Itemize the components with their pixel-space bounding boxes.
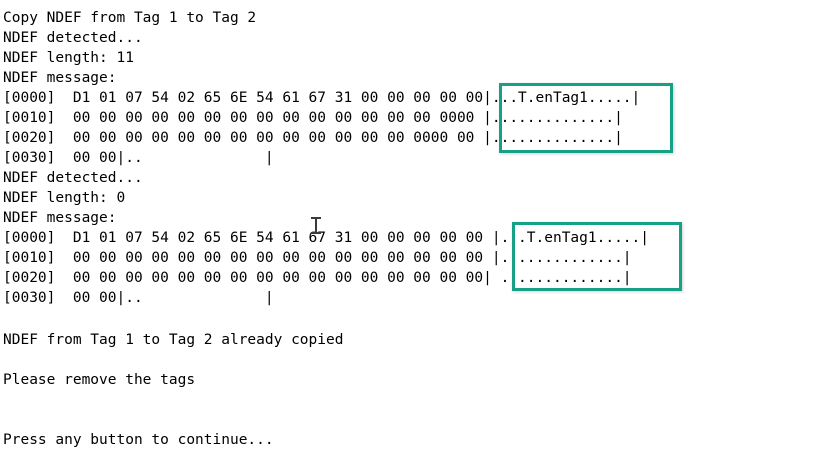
console-line: NDEF length: 11 — [3, 50, 134, 66]
hex-dump-row: [0000] D1 01 07 54 02 65 6E 54 61 67 31 … — [3, 230, 650, 246]
console-line: Copy NDEF from Tag 1 to Tag 2 — [3, 10, 257, 26]
hex-dump-row: [0000] D1 01 07 54 02 65 6E 54 61 67 31 … — [3, 90, 641, 106]
hex-dump-row: [0010] 00 00 00 00 00 00 00 00 00 00 00 … — [3, 250, 632, 266]
console-line: NDEF length: 0 — [3, 190, 126, 206]
status-message: Please remove the tags — [3, 372, 196, 388]
ascii-column-highlight-second-dump — [512, 222, 682, 291]
hex-dump-row: [0010] 00 00 00 00 00 00 00 00 00 00 00 … — [3, 110, 623, 126]
hex-dump-row: [0030] 00 00|.. | — [3, 150, 274, 166]
console-line: NDEF detected... — [3, 170, 143, 186]
console-line: NDEF message: — [3, 70, 117, 86]
prompt-message: Press any button to continue... — [3, 432, 274, 448]
console-line: NDEF detected... — [3, 30, 143, 46]
console-line: NDEF message: — [3, 210, 117, 226]
hex-dump-row: [0020] 00 00 00 00 00 00 00 00 00 00 00 … — [3, 130, 623, 146]
hex-dump-row: [0030] 00 00|.. | — [3, 290, 274, 306]
status-message: NDEF from Tag 1 to Tag 2 already copied — [3, 332, 344, 348]
ibeam-top-serif — [311, 217, 321, 219]
hex-dump-row: [0020] 00 00 00 00 00 00 00 00 00 00 00 … — [3, 270, 632, 286]
ascii-column-highlight-first-dump — [499, 83, 673, 153]
